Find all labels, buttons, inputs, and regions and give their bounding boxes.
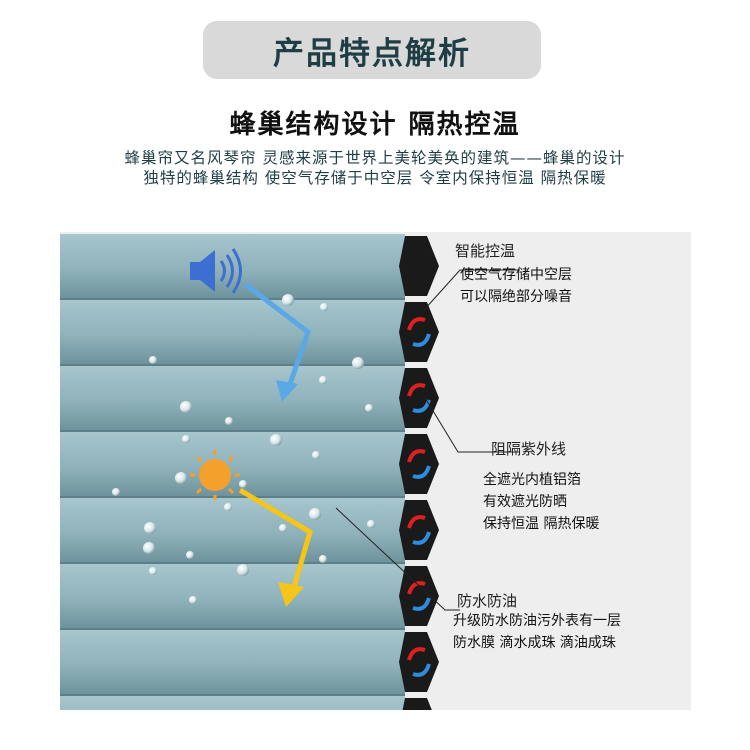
description-line-2: 独特的蜂巢结构 使空气存储于中空层 令室内保持恒温 隔热保暖 [143,169,607,187]
sound-arrow [243,282,311,402]
header-title-pill: 产品特点解析 [203,21,541,79]
pleat [60,696,405,710]
water-drop [365,404,373,412]
feature-line: 使空气存储中空层 [460,267,572,283]
feature-title-waterproof: 防水防油 [457,592,518,610]
water-drop [144,522,156,534]
water-drop [224,503,232,511]
feature-text-temperature: 使空气存储中空层 可以隔绝部分噪音 [460,264,572,308]
water-drop [237,564,249,576]
air-flow-icon [407,515,431,545]
feature-line: 防水膜 滴水成珠 滴油成珠 [453,635,616,651]
feature-line: 有效遮光防晒 [483,494,567,510]
water-drop [143,542,155,554]
water-drop [149,356,157,364]
pleat [60,630,405,694]
water-drop-icon [112,294,375,604]
speaker-icon [190,248,242,294]
honeycomb-cell [399,368,439,428]
water-drop [279,524,287,532]
feature-text-waterproof: 升级防水防油污外表有一层 防水膜 滴水成珠 滴油成珠 [453,610,621,654]
water-drop [319,376,327,384]
water-drop [367,520,375,528]
honeycomb-cells [399,236,439,710]
section-subtitle: 蜂巢结构设计 隔热控温 [229,110,521,140]
pleat [60,564,405,628]
callout-lines [335,269,520,611]
feature-title-temperature: 智能控温 [455,242,516,260]
honeycomb-blind-graphic [60,234,520,710]
water-drop [175,472,187,484]
honeycomb-cell [399,236,439,296]
feature-line: 保持恒温 隔热保暖 [483,516,600,532]
water-drop [186,551,194,559]
water-drop [189,596,197,604]
sun-icon [190,450,240,500]
feature-line: 升级防水防油污外表有一层 [453,613,621,629]
description-line-1: 蜂巢帘又名风琴帘 灵感来源于世界上美轮美奂的建筑——蜂巢的设计 [124,149,626,167]
water-drop [309,508,321,520]
pleat [60,432,405,496]
air-flow-icon [407,449,431,479]
water-drop [149,567,157,575]
product-illustration: 智能控温 使空气存储中空层 可以隔绝部分噪音 阻隔紫外线 全遮光内植铝箔 有效遮… [60,232,691,710]
water-drop [225,417,233,425]
pleat [60,300,405,364]
water-drop [112,488,120,496]
water-drop [319,555,327,563]
water-drop [320,303,328,311]
honeycomb-cell [402,698,432,710]
water-drop [312,451,320,459]
air-flow-icon [407,647,431,677]
feature-line: 全遮光内植铝箔 [483,472,581,488]
water-drop [182,435,190,443]
water-drop [270,434,282,446]
water-drop [282,294,294,306]
air-flow-icon [407,317,431,347]
honeycomb-cell [399,632,439,692]
honeycomb-cell [399,302,439,362]
honeycomb-cell [399,566,439,626]
sunlight-arrow [238,487,313,607]
water-drop [180,401,192,413]
honeycomb-cell [399,500,439,560]
feature-title-uv: 阻隔紫外线 [491,440,567,458]
water-drop [352,357,364,369]
feature-line: 可以隔绝部分噪音 [460,289,572,305]
feature-text-uv: 全遮光内植铝箔 有效遮光防晒 保持恒温 隔热保暖 [483,469,599,535]
pleats [60,234,405,710]
page-title: 产品特点解析 [273,35,471,72]
water-drop [239,480,247,488]
honeycomb-cell [399,434,439,494]
air-flow-icon [407,581,431,611]
pleat [60,498,405,562]
